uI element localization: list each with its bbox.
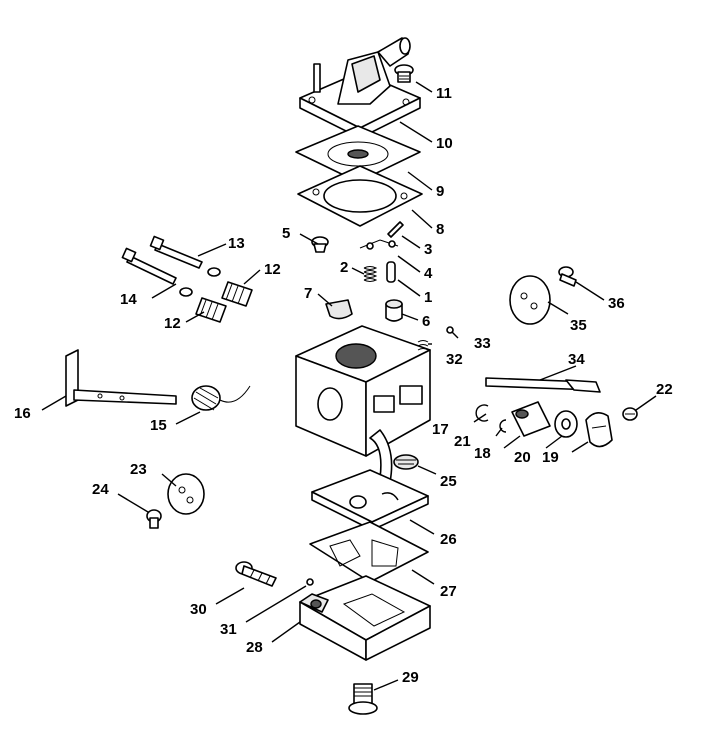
callout-18: 18 xyxy=(474,445,491,462)
callout-12-upper: 12 xyxy=(264,261,281,278)
part-18-lever xyxy=(511,401,551,437)
part-29-screw xyxy=(348,683,378,715)
callout-13: 13 xyxy=(228,235,245,252)
callout-3: 3 xyxy=(424,241,432,258)
part-32-spring xyxy=(417,340,429,351)
part-19-knob xyxy=(585,412,613,448)
part-1-valve xyxy=(386,261,396,283)
callout-19: 19 xyxy=(542,449,559,466)
callout-4: 4 xyxy=(424,265,433,282)
part-26-gasket xyxy=(311,469,429,531)
leader-lines xyxy=(41,81,657,691)
callout-26: 26 xyxy=(440,531,457,548)
part-24-screw xyxy=(146,509,162,529)
part-27-gasket xyxy=(309,521,429,583)
callout-27: 27 xyxy=(440,583,457,600)
part-20-washer xyxy=(554,410,578,438)
part-10-pump-cover xyxy=(299,37,421,139)
part-31-ball xyxy=(306,578,314,586)
part-33-ball xyxy=(446,326,454,334)
callout-24: 24 xyxy=(92,481,109,498)
callout-7: 7 xyxy=(304,285,312,302)
callout-30: 30 xyxy=(190,601,207,618)
callout-28: 28 xyxy=(246,639,263,656)
part-15-spring xyxy=(191,385,251,411)
callout-34: 34 xyxy=(568,351,585,368)
part-9-diaphragm xyxy=(295,125,421,183)
callout-15: 15 xyxy=(150,417,167,434)
part-2-spring xyxy=(363,266,378,282)
callout-36: 36 xyxy=(608,295,625,312)
callout-2: 2 xyxy=(340,259,348,276)
callout-8: 8 xyxy=(436,221,444,238)
callout-5: 5 xyxy=(282,225,290,242)
part-28-cover xyxy=(299,575,431,661)
part-11-screw xyxy=(394,64,414,83)
part-5-screw xyxy=(311,236,329,253)
callout-23: 23 xyxy=(130,461,147,478)
callout-6: 6 xyxy=(422,313,430,330)
part-22-screw xyxy=(622,407,638,421)
callout-9: 9 xyxy=(436,183,444,200)
part-7-filter xyxy=(325,299,353,320)
callout-10: 10 xyxy=(436,135,453,152)
callout-20: 20 xyxy=(514,449,531,466)
part-6-plug xyxy=(385,299,403,322)
callout-22: 22 xyxy=(656,381,673,398)
callout-11: 11 xyxy=(436,85,452,102)
part-13-adjusting-screw xyxy=(149,235,221,277)
part-35-valve-disc xyxy=(509,275,551,325)
part-23-valve-disc xyxy=(167,473,205,515)
callout-29: 29 xyxy=(402,669,419,686)
callout-12-lower: 12 xyxy=(164,315,181,332)
part-21-clip xyxy=(499,419,507,433)
callout-33: 33 xyxy=(474,335,491,352)
part-4-inlet-lever xyxy=(359,239,399,250)
callout-14: 14 xyxy=(120,291,137,308)
callout-1: 1 xyxy=(424,289,432,306)
part-34-choke-shaft xyxy=(485,377,601,393)
carburetor-body xyxy=(295,325,431,483)
callout-25: 25 xyxy=(440,473,457,490)
callout-16: 16 xyxy=(14,405,31,422)
callout-35: 35 xyxy=(570,317,587,334)
callout-21: 21 xyxy=(454,433,471,450)
callout-32: 32 xyxy=(446,351,463,368)
part-25-screen xyxy=(393,454,419,470)
part-14-adjusting-screw xyxy=(121,247,193,297)
part-36-screw xyxy=(558,266,577,287)
callout-labels: 11 10 9 8 3 4 1 5 2 6 7 13 14 12 12 16 1… xyxy=(14,85,673,686)
part-8-gasket xyxy=(297,165,423,227)
part-16-throttle-shaft xyxy=(65,349,177,407)
part-12-springs xyxy=(195,281,253,323)
part-17-clip xyxy=(475,404,489,422)
callout-31: 31 xyxy=(220,621,237,638)
part-30-screw xyxy=(235,561,277,587)
part-3-needle xyxy=(387,221,404,238)
callout-17: 17 xyxy=(432,421,449,438)
